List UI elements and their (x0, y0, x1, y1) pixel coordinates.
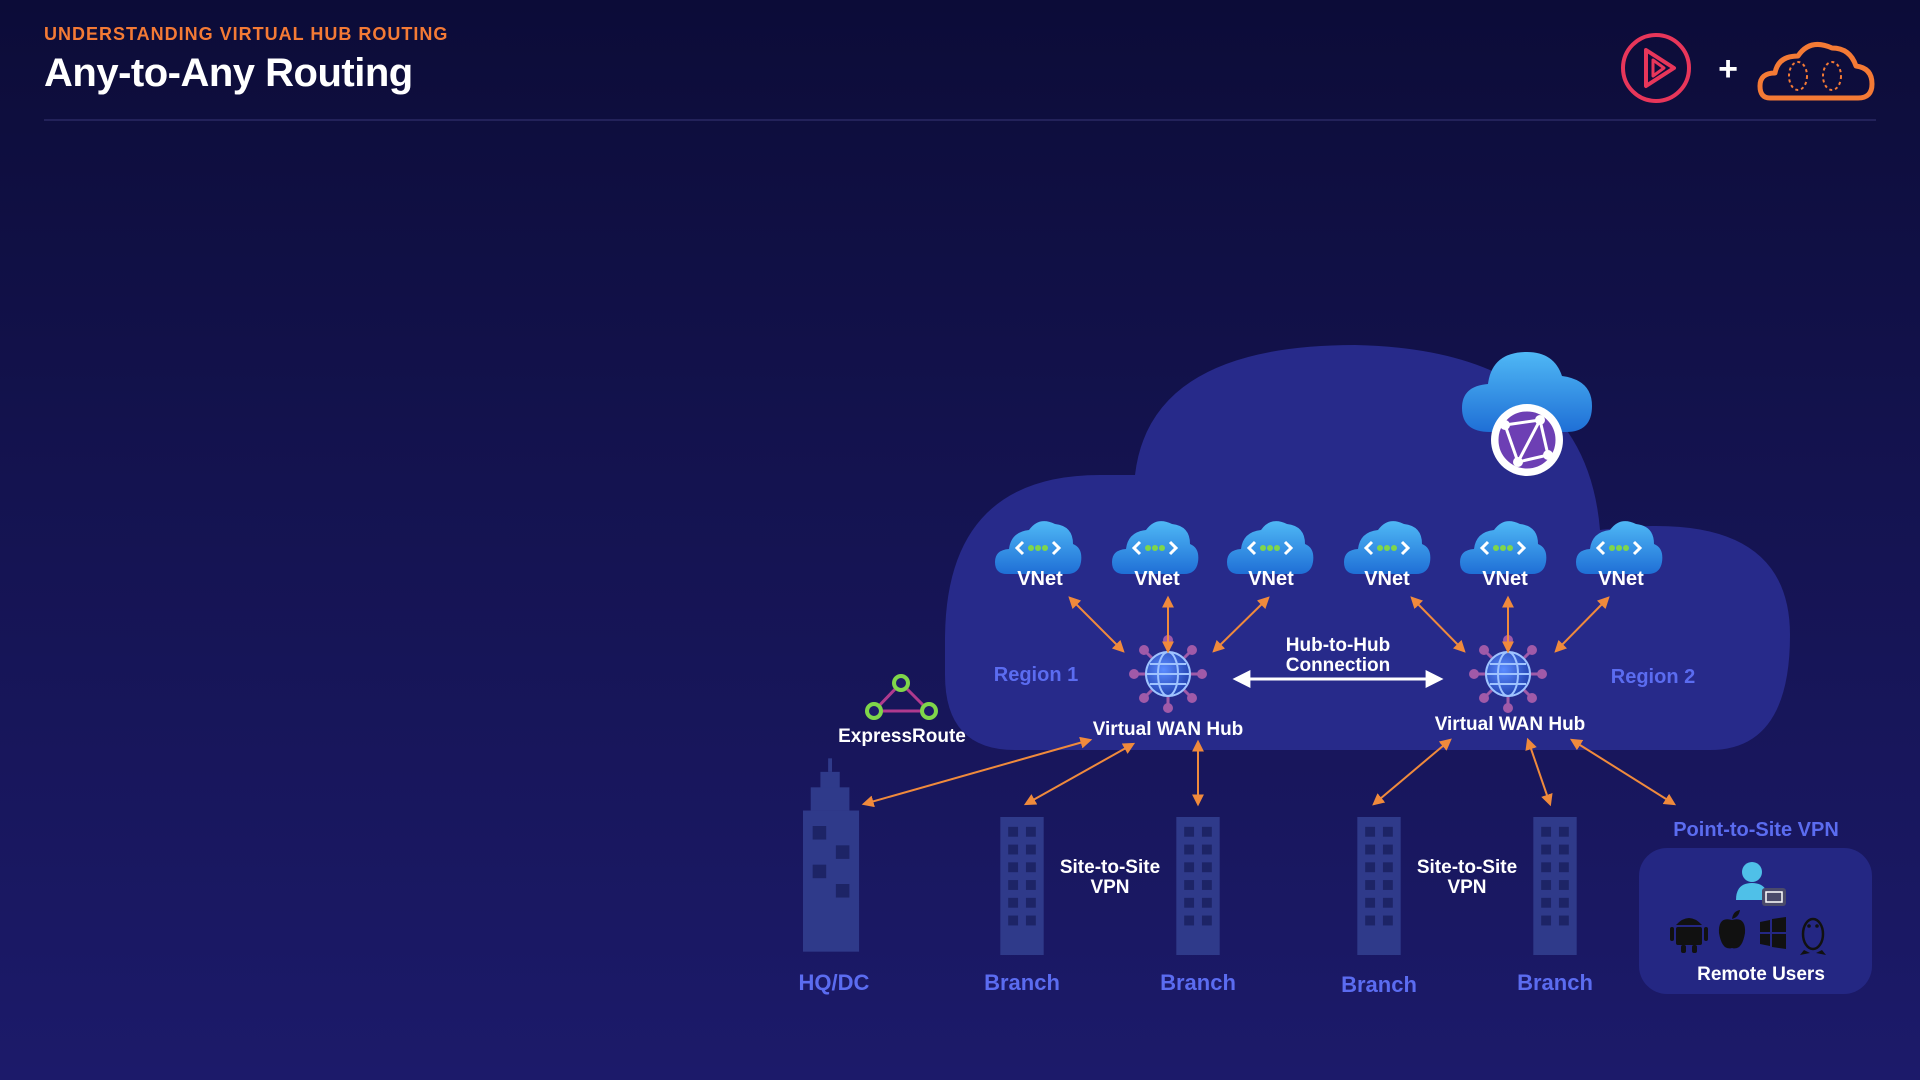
linux-icon (1800, 917, 1826, 955)
vnet-4: VNet (1342, 519, 1432, 590)
hub-2-label: Virtual WAN Hub (1435, 714, 1586, 735)
s2s-left-line2: VPN (1090, 877, 1129, 898)
vnet-group: VNet VNet VNet VNet VNet VNet (993, 519, 1664, 590)
remote-users-label: Remote Users (1697, 964, 1825, 985)
vnet-label: VNet (1364, 568, 1410, 590)
vnet-6: VNet (1574, 519, 1664, 590)
expressroute-label: ExpressRoute (838, 726, 966, 747)
vnet-5: VNet (1458, 519, 1548, 590)
vnet-label: VNet (1134, 568, 1180, 590)
arrow-hub2-branch3 (1372, 738, 1452, 806)
branch-2-building-icon (1176, 817, 1220, 955)
vnet-label: VNet (1248, 568, 1294, 590)
arrow-hub2-branch4 (1525, 737, 1553, 807)
windows-icon (1760, 917, 1786, 949)
hub-connection-label-line1: Hub-to-Hub (1286, 635, 1390, 656)
plus-sign: + (1718, 50, 1738, 88)
arrow-vnet3-hub1 (1212, 596, 1270, 653)
site-label-hqdc: HQ/DC (799, 970, 870, 995)
s2s-right-line1: Site-to-Site (1417, 857, 1517, 878)
arrow-hub2-p2s (1569, 738, 1677, 806)
header: UNDERSTANDING VIRTUAL HUB ROUTING Any-to… (44, 24, 448, 96)
p2s-label: Point-to-Site VPN (1673, 819, 1839, 841)
arrow-vnet4-hub2 (1410, 596, 1466, 653)
brand-logos: + (1621, 33, 1875, 103)
arrow-vnet1-hub1 (1068, 596, 1125, 653)
region-1-label: Region 1 (994, 664, 1078, 686)
branch-1-building-icon (1000, 817, 1044, 955)
pluralsight-logo-icon (1621, 33, 1691, 103)
vnet-label: VNet (1017, 568, 1063, 590)
page-title: Any-to-Any Routing (44, 51, 413, 95)
android-icon (1670, 918, 1708, 953)
site-label-branch2: Branch (1160, 970, 1236, 995)
vnet-2: VNet (1110, 519, 1200, 590)
hub-connection-label-line2: Connection (1286, 655, 1391, 676)
remote-users-box (1639, 848, 1872, 994)
s2s-right-line2: VPN (1447, 877, 1486, 898)
branch-4-building-icon (1533, 817, 1577, 955)
vnet-label: VNet (1482, 568, 1528, 590)
site-label-branch3: Branch (1341, 972, 1417, 997)
virtual-wan-icon (1462, 352, 1592, 476)
hub-1-label: Virtual WAN Hub (1093, 719, 1244, 740)
site-label-branch4: Branch (1517, 970, 1593, 995)
site-label-branch1: Branch (984, 970, 1060, 995)
s2s-left-line1: Site-to-Site (1060, 857, 1160, 878)
vnet-1: VNet (993, 519, 1083, 590)
vnet-label: VNet (1598, 568, 1644, 590)
header-divider (44, 119, 1876, 121)
arrow-hub1-branch1 (1023, 742, 1136, 806)
connection-arrows (861, 595, 1677, 808)
cloud-brand-icon (1757, 41, 1875, 101)
vnet-3: VNet (1225, 519, 1315, 590)
expressroute-icon (865, 674, 938, 720)
eyebrow-title: UNDERSTANDING VIRTUAL HUB ROUTING (44, 24, 449, 44)
branch-3-building-icon (1357, 817, 1401, 955)
hq-datacenter-icon (803, 758, 860, 952)
arrow-vnet6-hub2 (1554, 596, 1610, 653)
arrow-hub1-hqdc (861, 736, 1093, 808)
region-2-label: Region 2 (1611, 666, 1695, 688)
apple-icon (1718, 910, 1746, 949)
remote-user-icon (1736, 862, 1786, 906)
